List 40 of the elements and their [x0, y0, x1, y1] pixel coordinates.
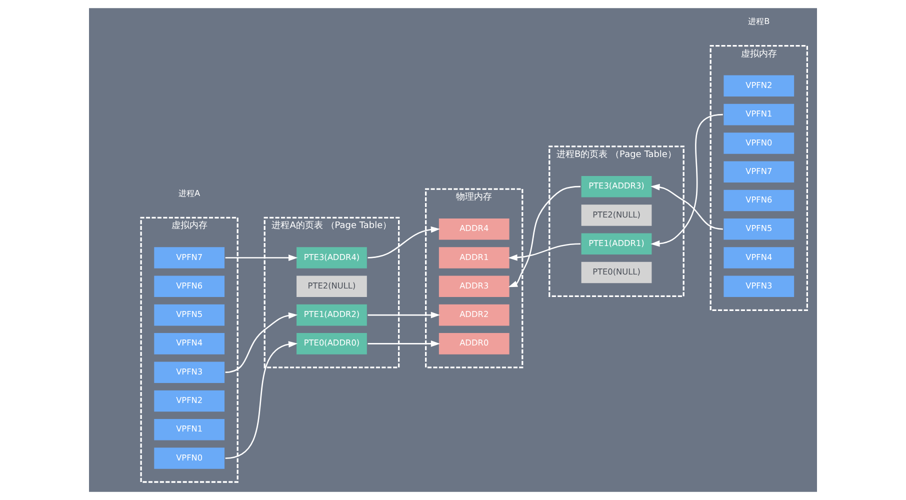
- node-box: VPFN0: [724, 132, 794, 154]
- node-box: VPFN0: [154, 448, 225, 469]
- node-box: PTE0(ADDR0): [296, 333, 367, 354]
- node-box: PTE3(ADDR4): [296, 247, 367, 268]
- node-box: VPFN3: [154, 362, 225, 383]
- arrow: [368, 226, 440, 258]
- arrow: [368, 312, 440, 318]
- node-box: ADDR0: [438, 333, 510, 354]
- arrow: [508, 243, 581, 261]
- arrow: [368, 340, 440, 347]
- node-box: ADDR3: [438, 276, 510, 298]
- node-box: VPFN5: [154, 304, 225, 326]
- node-box: VPFN2: [154, 390, 225, 412]
- node-box: VPFN3: [724, 276, 794, 298]
- node-box: PTE0(NULL): [581, 262, 652, 284]
- arrow: [225, 341, 298, 459]
- node-label: 进程A: [178, 188, 200, 198]
- node-box: ADDR1: [438, 247, 510, 268]
- node-box: PTE1(ADDR1): [581, 233, 652, 254]
- node-box: VPFN7: [154, 247, 225, 268]
- node-box: VPFN7: [724, 161, 794, 182]
- node-label: 进程B: [748, 16, 770, 26]
- node-box: VPFN1: [724, 104, 794, 126]
- node-box: VPFN6: [154, 276, 225, 298]
- arrow: [225, 254, 298, 261]
- node-box: ADDR4: [438, 218, 510, 240]
- node-box: VPFN5: [724, 218, 794, 240]
- node-box: VPFN6: [724, 190, 794, 212]
- arrow: [225, 312, 298, 373]
- node-box: PTE2(NULL): [581, 204, 652, 226]
- node-box: VPFN4: [724, 247, 794, 268]
- arrow: [508, 186, 581, 288]
- node-box: VPFN1: [154, 418, 225, 440]
- node-box: PTE1(ADDR2): [296, 304, 367, 326]
- node-box: ADDR2: [438, 304, 510, 326]
- node-box: PTE3(ADDR3): [581, 176, 652, 198]
- node-box: PTE2(NULL): [296, 276, 367, 298]
- node-box: VPFN2: [724, 75, 794, 97]
- arrow: [650, 114, 723, 247]
- node-box: VPFN4: [154, 333, 225, 354]
